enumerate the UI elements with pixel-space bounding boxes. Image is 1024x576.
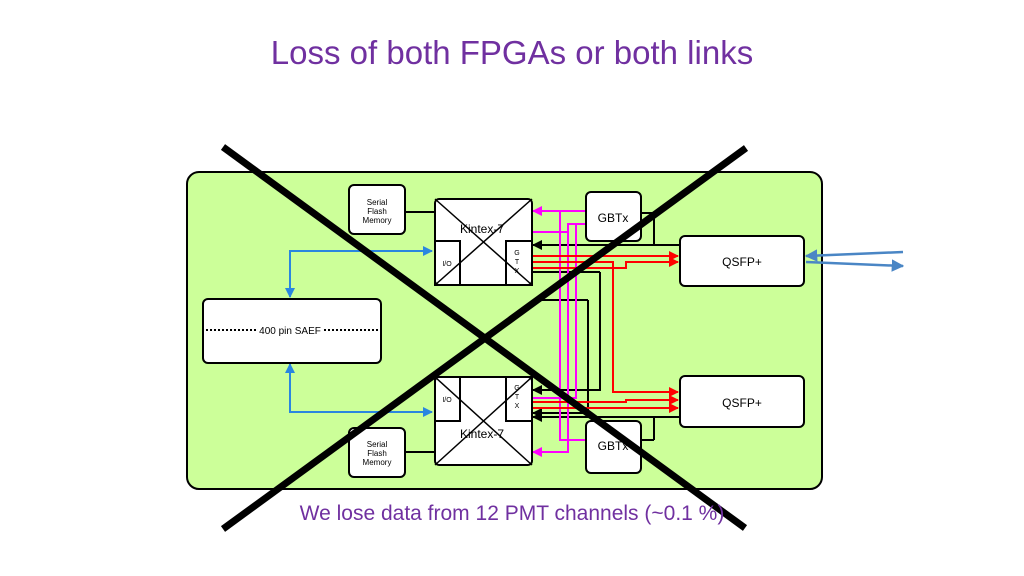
data-links bbox=[533, 251, 679, 413]
svg-text:G: G bbox=[514, 250, 519, 257]
slide-title: Loss of both FPGAs or both links bbox=[270, 34, 754, 71]
qsfp-bottom: QSFP+ bbox=[679, 375, 805, 428]
svg-text:T: T bbox=[515, 394, 520, 401]
svg-text:QSFP+: QSFP+ bbox=[722, 396, 762, 410]
svg-text:G: G bbox=[514, 385, 519, 392]
saef-connector: 400 pin SAEF bbox=[202, 298, 382, 364]
svg-text:Serial: Serial bbox=[367, 440, 388, 449]
svg-text:Memory: Memory bbox=[363, 216, 392, 225]
svg-text:Kintex-7: Kintex-7 bbox=[460, 427, 504, 441]
qsfp-top: QSFP+ bbox=[679, 235, 805, 287]
svg-text:X: X bbox=[515, 268, 520, 275]
fpga-bottom: Kintex-7 I/O G T X bbox=[434, 376, 533, 466]
fpga-top: Kintex-7 I/O G T X bbox=[434, 198, 533, 286]
svg-text:QSFP+: QSFP+ bbox=[722, 255, 762, 269]
svg-text:Serial: Serial bbox=[367, 198, 388, 207]
svg-text:I/O: I/O bbox=[442, 261, 452, 268]
serial-flash-top: Serial Flash Memory bbox=[348, 184, 406, 235]
cross-out-mark bbox=[220, 144, 749, 532]
svg-text:Flash: Flash bbox=[367, 207, 387, 216]
clock-lines bbox=[532, 206, 585, 457]
svg-text:Memory: Memory bbox=[363, 458, 392, 467]
svg-text:T: T bbox=[515, 259, 520, 266]
svg-text:400 pin SAEF: 400 pin SAEF bbox=[259, 326, 321, 337]
svg-text:X: X bbox=[515, 403, 520, 410]
svg-text:Flash: Flash bbox=[367, 449, 387, 458]
svg-text:I/O: I/O bbox=[442, 397, 452, 404]
svg-text:GBTx: GBTx bbox=[598, 211, 629, 225]
caption: We lose data from 12 PMT channels (~0.1 … bbox=[299, 502, 725, 525]
svg-text:GBTx: GBTx bbox=[598, 439, 629, 453]
svg-text:Kintex-7: Kintex-7 bbox=[460, 222, 504, 236]
gbtx-bottom: GBTx bbox=[585, 420, 642, 474]
gbtx-top: GBTx bbox=[585, 191, 642, 242]
serial-flash-bottom: Serial Flash Memory bbox=[348, 427, 406, 478]
optical-fibers bbox=[804, 249, 905, 272]
